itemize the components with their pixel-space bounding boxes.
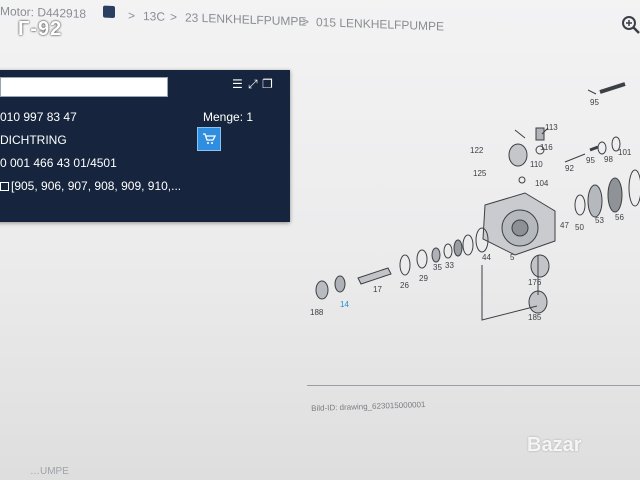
- callout-188: 188: [310, 308, 324, 317]
- callout-56: 56: [615, 213, 624, 222]
- breadcrumb-sep: >: [170, 9, 178, 25]
- callout-44: 44: [482, 253, 491, 262]
- callout-98: 98: [604, 155, 613, 164]
- callout-33: 33: [445, 261, 454, 270]
- callout-104: 104: [535, 179, 549, 188]
- callout-14-highlighted[interactable]: 14: [340, 300, 349, 309]
- calendar-icon: [0, 182, 9, 191]
- part-models-text: [905, 906, 907, 908, 909, 910,...: [11, 179, 182, 193]
- zoom-in-icon[interactable]: [620, 14, 640, 36]
- copy-icon[interactable]: [103, 5, 115, 19]
- overlay-label: Г-92: [18, 18, 63, 40]
- watermark-logo: Bazar: [527, 434, 582, 456]
- breadcrumb: Motor: D442918 > 13C > 23 LENKHELFPUMPE …: [0, 0, 640, 46]
- list-icon[interactable]: ☰: [232, 77, 243, 91]
- callout-35: 35: [433, 263, 442, 272]
- expand-icon[interactable]: ⤢: [248, 77, 258, 91]
- breadcrumb-item-015[interactable]: 015 LENKHELFPUMPE: [316, 15, 445, 34]
- cart-icon: [203, 133, 216, 144]
- callout-5: 5: [510, 253, 515, 262]
- panel-search-input[interactable]: [0, 77, 168, 97]
- quantity-label: Menge: 1: [203, 110, 254, 124]
- callout-47: 47: [560, 221, 569, 230]
- part-reference: 0 001 466 43 01/4501: [0, 156, 117, 170]
- part-info-panel: ☰ ⤢ ❐ 010 997 83 47 DICHTRING 0 001 466 …: [0, 70, 290, 222]
- callout-101: 101: [618, 148, 632, 157]
- callout-185: 185: [528, 313, 542, 322]
- callout-95: 95: [590, 98, 599, 107]
- part-description: DICHTRING: [0, 133, 67, 147]
- callout-17: 17: [373, 285, 382, 294]
- callout-53: 53: [595, 216, 604, 225]
- breadcrumb-item-lenkhelfpumpe[interactable]: 23 LENKHELFPUMPE: [185, 10, 307, 29]
- part-models: [905, 906, 907, 908, 909, 910,...: [0, 179, 181, 193]
- exploded-parts-drawing[interactable]: 95 113 122 116 110 125 104 92 95 98 101 …: [290, 70, 640, 390]
- callout-176: 176: [528, 278, 542, 287]
- footer-text: …UMPE: [30, 466, 69, 477]
- callout-29: 29: [419, 274, 428, 283]
- breadcrumb-item-13c[interactable]: 13C: [143, 8, 166, 24]
- callout-125: 125: [473, 169, 487, 178]
- windows-icon[interactable]: ❐: [262, 77, 273, 91]
- callout-113: 113: [545, 123, 558, 132]
- callout-116: 116: [540, 143, 553, 152]
- callout-122: 122: [470, 146, 484, 155]
- callout-95b: 95: [586, 156, 595, 165]
- drawing-divider: [307, 385, 640, 386]
- callout-50: 50: [575, 223, 584, 232]
- callout-92: 92: [565, 164, 574, 173]
- callout-26: 26: [400, 281, 409, 290]
- part-number: 010 997 83 47: [0, 110, 77, 124]
- breadcrumb-sep: >: [302, 14, 310, 29]
- callout-110: 110: [530, 160, 543, 169]
- add-to-cart-button[interactable]: [197, 127, 221, 151]
- breadcrumb-sep: >: [128, 8, 136, 23]
- image-id: Bild-ID: drawing_623015000001: [311, 400, 426, 413]
